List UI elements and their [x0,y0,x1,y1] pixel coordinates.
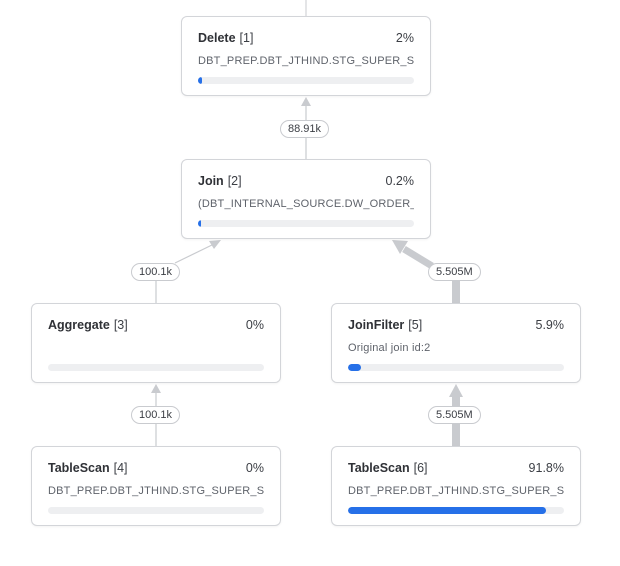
node-progress-bar [348,364,564,371]
node-progress-fill [198,77,203,84]
node-subtitle: Original join id:2 [348,342,431,354]
node-subtitle: DBT_PREP.DBT_JTHIND.STG_SUPER_S... [348,485,564,497]
node-progress-fill [198,220,202,227]
node-percent: 91.8% [528,461,564,475]
edge-label-join-delete: 88.91k [280,120,330,138]
node-id: [5] [408,318,423,332]
node-title: TableScan [348,461,410,475]
node-title: JoinFilter [348,318,405,332]
edge-label-aggregate-join: 100.1k [131,263,181,281]
node-id: [6] [413,461,428,475]
node-progress-fill [348,364,361,371]
node-progress-bar [198,220,414,227]
node-aggregate[interactable]: Aggregate[3] 0% [31,303,281,383]
edge-label-tablescan4-aggregate: 100.1k [131,406,181,424]
node-tablescan-6[interactable]: TableScan[6] 91.8% DBT_PREP.DBT_JTHIND.S… [331,446,581,526]
edge-tablescan4-aggregate-arrow [151,384,161,393]
node-percent: 0% [245,318,264,332]
node-id: [2] [227,174,242,188]
node-progress-bar [348,507,564,514]
edge-label-tablescan6-joinfilter: 5.505M [428,406,481,424]
node-title: Delete [198,31,236,45]
node-join[interactable]: Join[2] 0.2% (DBT_INTERNAL_SOURCE.DW_ORD… [181,159,431,239]
node-id: [1] [239,31,254,45]
node-percent: 5.9% [535,318,565,332]
node-delete[interactable]: Delete[1] 2% DBT_PREP.DBT_JTHIND.STG_SUP… [181,16,431,96]
node-title: TableScan [48,461,110,475]
node-subtitle: DBT_PREP.DBT_JTHIND.STG_SUPER_S... [48,485,264,497]
edge-aggregate-join-diag [174,243,215,264]
node-id: [3] [113,318,128,332]
node-title: Aggregate [48,318,110,332]
node-joinfilter[interactable]: JoinFilter[5] 5.9% Original join id:2 [331,303,581,383]
node-percent: 0% [245,461,264,475]
edge-label-joinfilter-join: 5.505M [428,263,481,281]
node-percent: 0.2% [385,174,415,188]
node-percent: 2% [395,31,414,45]
edge-tablescan6-joinfilter-arrow [449,384,463,397]
node-subtitle: DBT_PREP.DBT_JTHIND.STG_SUPER_S... [198,55,414,67]
edge-joinfilter-join-arrow [392,240,408,254]
node-progress-bar [48,364,264,371]
node-subtitle: (DBT_INTERNAL_SOURCE.DW_ORDER_... [198,198,414,210]
edge-join-delete-arrow [301,97,311,106]
node-title: Join [198,174,224,188]
node-id: [4] [113,461,128,475]
node-progress-bar [198,77,414,84]
edge-aggregate-join-arrow [209,240,221,249]
node-tablescan-4[interactable]: TableScan[4] 0% DBT_PREP.DBT_JTHIND.STG_… [31,446,281,526]
edge-joinfilter-join-diag [402,246,434,269]
node-progress-fill [348,507,547,514]
node-progress-bar [48,507,264,514]
